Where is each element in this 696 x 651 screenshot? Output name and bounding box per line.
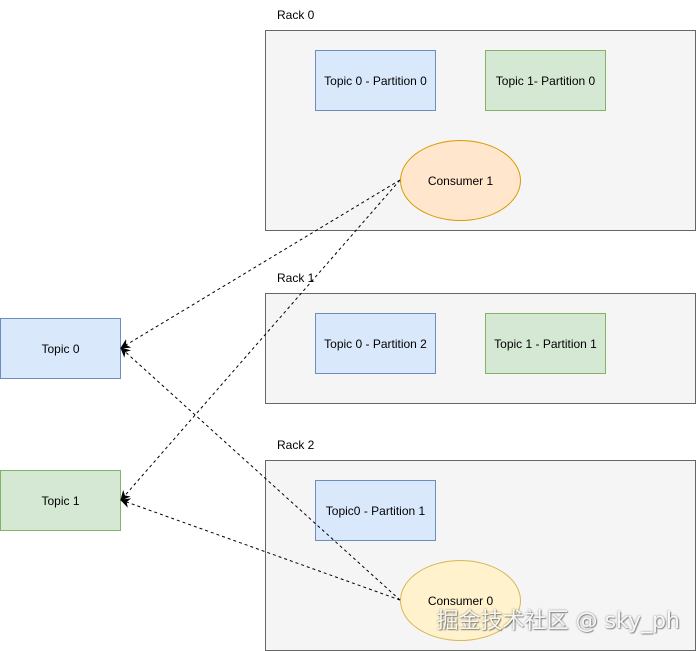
partition-topic0-p0: Topic 0 - Partition 0 — [315, 50, 436, 111]
consumer-1: Consumer 1 — [400, 140, 521, 221]
rack-1-label: Rack 1 — [277, 271, 315, 285]
rack-0-label: Rack 0 — [277, 8, 315, 22]
watermark: 掘金技术社区 @ sky_ph — [436, 609, 680, 634]
partition-topic1-p0: Topic 1- Partition 0 — [485, 50, 606, 111]
partition-topic0-p2: Topic 0 - Partition 2 — [315, 313, 436, 374]
rack-2-label: Rack 2 — [277, 438, 315, 452]
topic-0-box: Topic 0 — [0, 318, 121, 379]
topic-1-box: Topic 1 — [0, 470, 121, 531]
partition-topic0-p1: Topic0 - Partition 1 — [315, 480, 436, 541]
partition-topic1-p1: Topic 1 - Partition 1 — [485, 313, 606, 374]
consumer-0: Consumer 0 — [400, 560, 521, 641]
